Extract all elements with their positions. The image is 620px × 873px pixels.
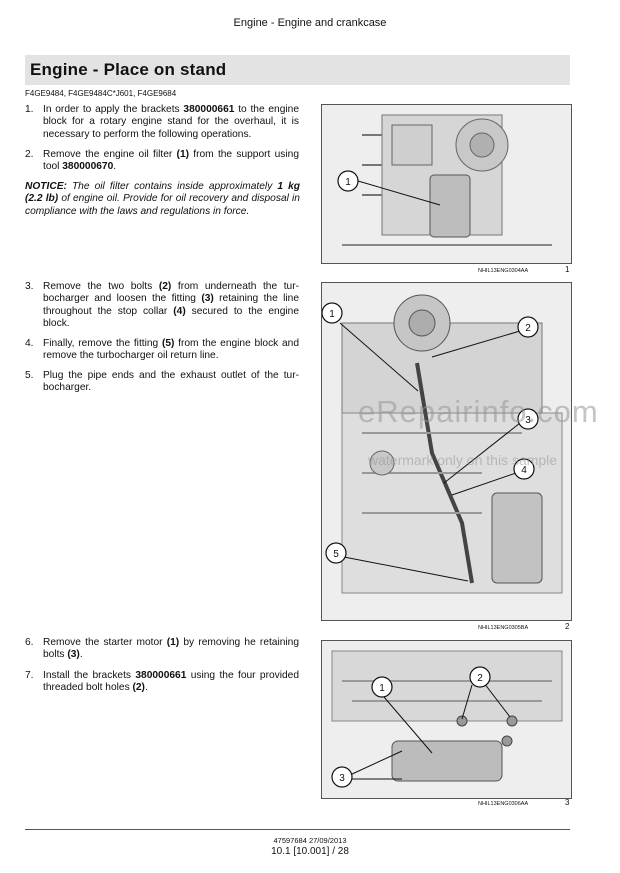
- model-list: F4GE9484, F4GE9484C*J601, F4GE9684: [25, 89, 177, 98]
- figure-3-number: 3: [565, 798, 570, 807]
- footer-divider: [25, 829, 570, 830]
- engine-illustration: 1 2 3 4 5: [322, 283, 571, 620]
- callout-1-label: 1: [345, 177, 351, 188]
- figure-3-starter-motor-photo: 1 2 3: [321, 640, 572, 799]
- figure-1-code: NHIL13ENG0304AA: [478, 268, 529, 274]
- notice-text: NOTICE: The oil filter contains inside a…: [25, 181, 300, 217]
- figure-3-code: NHIL13ENG0306AA: [478, 801, 529, 807]
- figure-1-callouts: 1: [337, 170, 441, 206]
- step-number: 1.: [25, 104, 34, 115]
- callout-3: [331, 766, 353, 788]
- callout-1-label: 1: [379, 683, 385, 694]
- figure-3-callouts: 1 2 3: [331, 666, 511, 788]
- step-text: Remove the engine oil filter (1) from th…: [43, 149, 299, 173]
- figure-2-turbocharger-photo: 1 2 3 4 5: [321, 282, 572, 621]
- watermark-primary: eRepairinfo.com: [358, 394, 599, 429]
- callout-1: [337, 170, 359, 192]
- callout-1: [371, 676, 393, 698]
- callout-1-label: 1: [329, 309, 335, 320]
- step-text: Remove the starter motor (1) by removing…: [43, 637, 299, 661]
- step-number: 4.: [25, 338, 34, 349]
- figure-1-number: 1: [565, 265, 570, 274]
- callout-2: [517, 316, 539, 338]
- step-number: 2.: [25, 149, 34, 160]
- callout-2: [469, 666, 491, 688]
- step-number: 5.: [25, 370, 34, 381]
- callout-3-label: 3: [525, 415, 531, 426]
- page-header-title: Engine - Engine and crankcase: [233, 17, 387, 29]
- step-text: Finally, remove the fitting (5) from the…: [43, 338, 299, 362]
- callout-2-label: 2: [477, 673, 483, 684]
- engine-illustration: 1: [322, 105, 571, 263]
- step-text: Remove the two bolts (2) from underneath…: [43, 281, 300, 330]
- step-number: 3.: [25, 281, 34, 292]
- callout-4: [513, 458, 535, 480]
- callout-3: [517, 408, 539, 430]
- figure-1-oil-filter-photo: 1: [321, 104, 572, 264]
- figure-2-code: NHIL13ENG0305BA: [478, 625, 529, 631]
- step-number: 7.: [25, 670, 34, 681]
- footer-page-number: 10.1 [10.001] / 28: [271, 846, 349, 857]
- step-text: Install the brackets 380000661 using the…: [43, 670, 299, 694]
- callout-4-label: 4: [521, 465, 527, 476]
- engine-illustration: 1 2 3: [322, 641, 571, 798]
- callout-2-label: 2: [525, 323, 531, 334]
- callout-5: [325, 542, 347, 564]
- step-text: In order to apply the brackets 380000661…: [43, 104, 299, 140]
- watermark-secondary: watermark only on this sample: [368, 452, 558, 468]
- callout-3-label: 3: [339, 773, 345, 784]
- callout-1: [322, 302, 343, 324]
- figure-2-number: 2: [565, 622, 570, 631]
- step-text: Plug the pipe ends and the exhaust outle…: [43, 370, 299, 394]
- section-title: Engine - Place on stand: [30, 60, 227, 79]
- section-title-bar: [25, 55, 570, 85]
- footer-document-id: 47597684 27/09/2013: [273, 836, 347, 845]
- callout-5-label: 5: [333, 549, 339, 560]
- figure-2-callouts: 1 2 3 4 5: [322, 302, 539, 582]
- step-number: 6.: [25, 637, 34, 648]
